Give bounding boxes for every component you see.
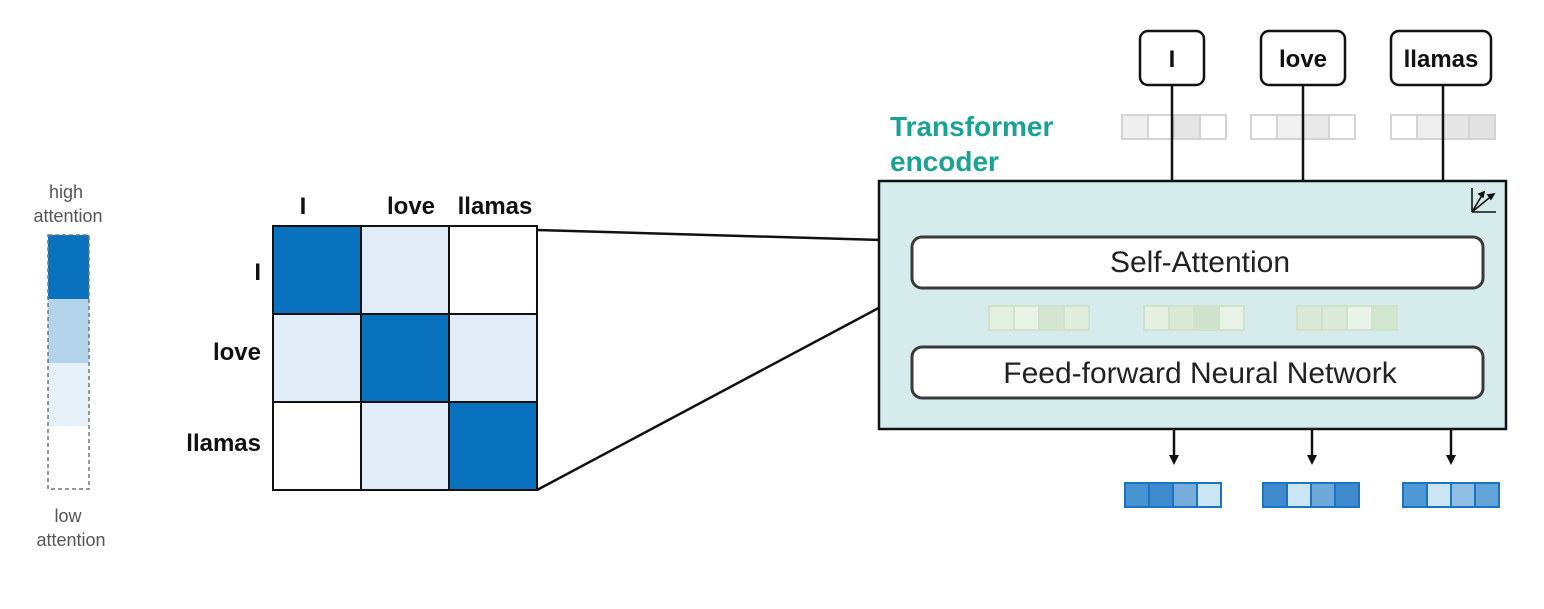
input-vector-cell xyxy=(1121,114,1149,140)
output-vector-cell xyxy=(1474,482,1500,508)
input-token-llamas: llamas xyxy=(1389,29,1493,87)
output-vector-cell xyxy=(1124,482,1150,508)
output-embedding-vectors xyxy=(1124,482,1500,508)
input-vector-cell xyxy=(1173,114,1201,140)
intermediate-vector-cell xyxy=(1168,305,1195,331)
output-vector-1 xyxy=(1124,482,1222,508)
attention-matrix: I love llamas I love llamas xyxy=(186,193,538,491)
ffnn-label: Feed-forward Neural Network xyxy=(1003,357,1397,390)
matrix-col-label-i: I xyxy=(300,193,307,220)
matrix-cell-love-i xyxy=(272,313,362,403)
matrix-col-label-love: love xyxy=(387,193,435,220)
intermediate-vector-1 xyxy=(988,305,1090,331)
intermediate-vector-cell xyxy=(1296,305,1323,331)
intermediate-vector-cell xyxy=(1038,305,1065,331)
input-vector-cell xyxy=(1442,114,1470,140)
intermediate-vectors xyxy=(988,305,1398,331)
input-vector-cell xyxy=(1468,114,1496,140)
output-vector-cell xyxy=(1196,482,1222,508)
output-vector-cell xyxy=(1286,482,1312,508)
legend-swatch-low xyxy=(48,426,89,489)
output-vector-cell xyxy=(1426,482,1452,508)
matrix-cell-i-love xyxy=(360,225,450,315)
output-vector-2 xyxy=(1262,482,1360,508)
input-vector-cell xyxy=(1390,114,1418,140)
intermediate-vector-3 xyxy=(1296,305,1398,331)
input-token-i: I xyxy=(1138,29,1206,87)
matrix-cell-i-i xyxy=(272,225,362,315)
expand-arrows-icon xyxy=(1471,188,1496,213)
input-vector-cell xyxy=(1416,114,1444,140)
intermediate-vector-cell xyxy=(1063,305,1090,331)
intermediate-vector-cell xyxy=(1143,305,1170,331)
legend-swatch-low-medium xyxy=(48,363,89,426)
matrix-cell-llamas-i xyxy=(272,401,362,491)
input-token-love: love xyxy=(1259,29,1347,87)
self-attention-block xyxy=(910,235,1485,290)
input-vector-cell xyxy=(1276,114,1304,140)
legend-low-label-line1: low xyxy=(54,506,82,526)
output-vector-cell xyxy=(1334,482,1360,508)
input-vector-cell xyxy=(1302,114,1330,140)
legend-border xyxy=(47,234,90,490)
intermediate-vector-2 xyxy=(1143,305,1245,331)
output-vector-3 xyxy=(1402,482,1500,508)
intermediate-vector-cell xyxy=(1346,305,1373,331)
legend-high-label-line2: attention xyxy=(33,206,102,226)
intermediate-vector-cell xyxy=(1193,305,1220,331)
intermediate-vector-cell xyxy=(1013,305,1040,331)
input-token-label: I xyxy=(1169,46,1176,73)
input-token-label: love xyxy=(1279,46,1327,73)
self-attention-label: Self-Attention xyxy=(1110,246,1290,279)
input-vector-2 xyxy=(1250,114,1356,140)
output-vector-cell xyxy=(1402,482,1428,508)
input-vector-3 xyxy=(1390,114,1496,140)
attention-legend: high attention low attention xyxy=(33,182,105,550)
legend-swatch-medium xyxy=(48,299,89,363)
input-vector-1 xyxy=(1121,114,1227,140)
legend-swatch-high xyxy=(48,235,89,299)
ffnn-block xyxy=(910,345,1485,400)
input-vector-cell xyxy=(1328,114,1356,140)
intermediate-vector-cell xyxy=(1218,305,1245,331)
matrix-cell-love-llamas xyxy=(448,313,538,403)
matrix-row-label-llamas: llamas xyxy=(186,430,261,457)
input-token-label: llamas xyxy=(1404,46,1479,73)
output-vector-cell xyxy=(1172,482,1198,508)
intermediate-vector-cell xyxy=(988,305,1015,331)
encoder-title-line1: Transformer xyxy=(890,111,1053,142)
matrix-cell-llamas-llamas xyxy=(448,401,538,491)
input-vector-cell xyxy=(1147,114,1175,140)
legend-low-label-line2: attention xyxy=(36,530,105,550)
matrix-cell-i-llamas xyxy=(448,225,538,315)
output-vector-cell xyxy=(1262,482,1288,508)
matrix-cell-llamas-love xyxy=(360,401,450,491)
intermediate-vector-cell xyxy=(1321,305,1348,331)
zoom-connector-top xyxy=(536,228,916,243)
output-vector-cell xyxy=(1450,482,1476,508)
intermediate-vector-cell xyxy=(1371,305,1398,331)
zoom-connector-bottom xyxy=(536,285,919,492)
matrix-cell-love-love xyxy=(360,313,450,403)
input-vector-cell xyxy=(1250,114,1278,140)
input-vector-cell xyxy=(1199,114,1227,140)
legend-high-label-line1: high xyxy=(49,182,83,202)
matrix-row-label-i: I xyxy=(254,259,261,286)
output-vector-cell xyxy=(1310,482,1336,508)
transformer-encoder: Transformer encoder I love llamas xyxy=(877,29,1508,508)
matrix-col-label-llamas: llamas xyxy=(458,193,533,220)
encoder-title-line2: encoder xyxy=(890,146,999,177)
input-embedding-vectors xyxy=(1121,114,1496,140)
output-vector-cell xyxy=(1148,482,1174,508)
matrix-row-label-love: love xyxy=(213,339,261,366)
input-token-box xyxy=(1389,29,1493,87)
matrix-cells xyxy=(272,225,538,491)
